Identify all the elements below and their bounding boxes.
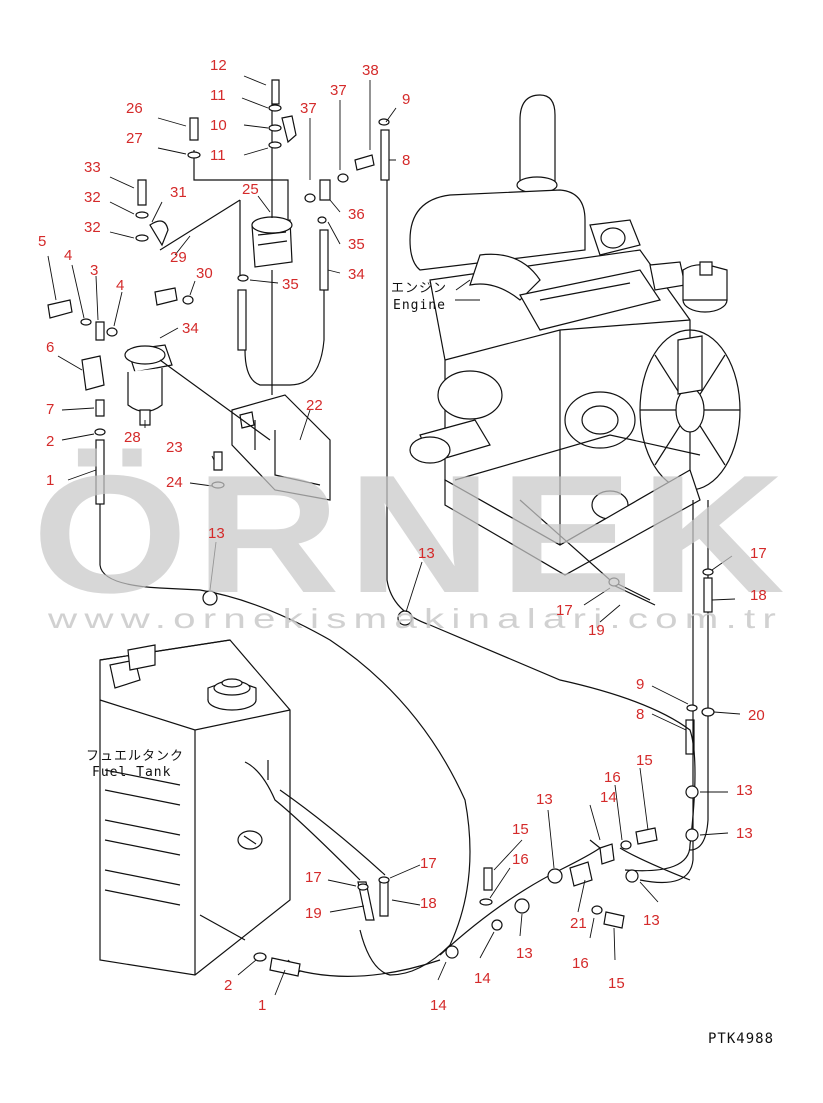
callout-35: 35	[348, 236, 365, 253]
callout-13: 13	[208, 525, 225, 542]
callout-8: 8	[402, 152, 410, 169]
callout-31: 31	[170, 184, 187, 201]
callout-13: 13	[736, 782, 753, 799]
callout-13: 13	[536, 791, 553, 808]
callout-30: 30	[196, 265, 213, 282]
callout-32: 32	[84, 219, 101, 236]
fuel-tank-label-jp: フュエルタンク	[86, 749, 184, 764]
callout-4: 4	[64, 247, 72, 264]
callout-36: 36	[348, 206, 365, 223]
callout-2: 2	[46, 433, 54, 450]
callout-7: 7	[46, 401, 54, 418]
callout-18: 18	[750, 587, 767, 604]
callout-34: 34	[348, 266, 365, 283]
engine-drawing	[409, 94, 741, 576]
callout-9: 9	[636, 676, 644, 693]
callout-16: 16	[604, 769, 621, 786]
callout-6: 6	[46, 339, 54, 356]
callout-11: 11	[210, 87, 226, 104]
callout-1: 1	[46, 472, 54, 489]
callout-13: 13	[643, 912, 660, 929]
filter-assembly	[47, 79, 713, 755]
callout-13: 13	[516, 945, 533, 962]
callout-17: 17	[556, 602, 573, 619]
callout-13: 13	[418, 545, 435, 562]
callout-13: 13	[736, 825, 753, 842]
callout-38: 38	[362, 62, 379, 79]
callout-4: 4	[116, 277, 124, 294]
callout-27: 27	[126, 130, 143, 147]
callout-19: 19	[305, 905, 322, 922]
callout-2: 2	[224, 977, 232, 994]
callout-8: 8	[636, 706, 644, 723]
watermark: ÖRNEK www.ornekismakinalari.com.tr	[32, 440, 792, 634]
callout-26: 26	[126, 100, 143, 117]
callout-37: 37	[300, 100, 317, 117]
fuel-tank-label-en: Fuel Tank	[92, 765, 171, 780]
callout-25: 25	[242, 181, 259, 198]
callout-34: 34	[182, 320, 199, 337]
callout-1: 1	[258, 997, 266, 1014]
callout-17: 17	[750, 545, 767, 562]
callout-15: 15	[608, 975, 625, 992]
callout-16: 16	[572, 955, 589, 972]
callout-14: 14	[600, 789, 617, 806]
callout-11: 11	[210, 147, 226, 164]
callout-20: 20	[748, 707, 765, 724]
callout-17: 17	[305, 869, 322, 886]
callout-12: 12	[210, 57, 227, 74]
callouts: 12 11 10 11 26 27 33 32 32 31 37 38 37 9…	[38, 57, 767, 1014]
drawing-code: PTK4988	[708, 1031, 774, 1047]
callout-9: 9	[402, 91, 410, 108]
callout-29: 29	[170, 249, 187, 266]
callout-21: 21	[570, 915, 587, 932]
fuel-tank-drawing	[99, 639, 386, 976]
engine-label-en: Engine	[393, 298, 446, 313]
watermark-brand: ÖRNEK	[32, 440, 792, 628]
callout-5: 5	[38, 233, 46, 250]
callout-19: 19	[588, 622, 605, 639]
callout-3: 3	[90, 262, 98, 279]
callout-28: 28	[124, 429, 141, 446]
callout-16: 16	[512, 851, 529, 868]
callout-23: 23	[166, 439, 183, 456]
callout-15: 15	[512, 821, 529, 838]
callout-22: 22	[306, 397, 323, 414]
callout-14: 14	[474, 970, 491, 987]
callout-18: 18	[420, 895, 437, 912]
callout-33: 33	[84, 159, 101, 176]
callout-24: 24	[166, 474, 183, 491]
callout-17: 17	[420, 855, 437, 872]
fuel-lines	[99, 118, 715, 977]
watermark-url: www.ornekismakinalari.com.tr	[47, 603, 783, 634]
callout-10: 10	[210, 117, 227, 134]
callout-32: 32	[84, 189, 101, 206]
engine-label-jp: エンジン	[391, 281, 447, 296]
callout-14: 14	[430, 997, 447, 1014]
callout-15: 15	[636, 752, 653, 769]
leader-lines	[47, 75, 741, 996]
callout-35: 35	[282, 276, 299, 293]
callout-37: 37	[330, 82, 347, 99]
